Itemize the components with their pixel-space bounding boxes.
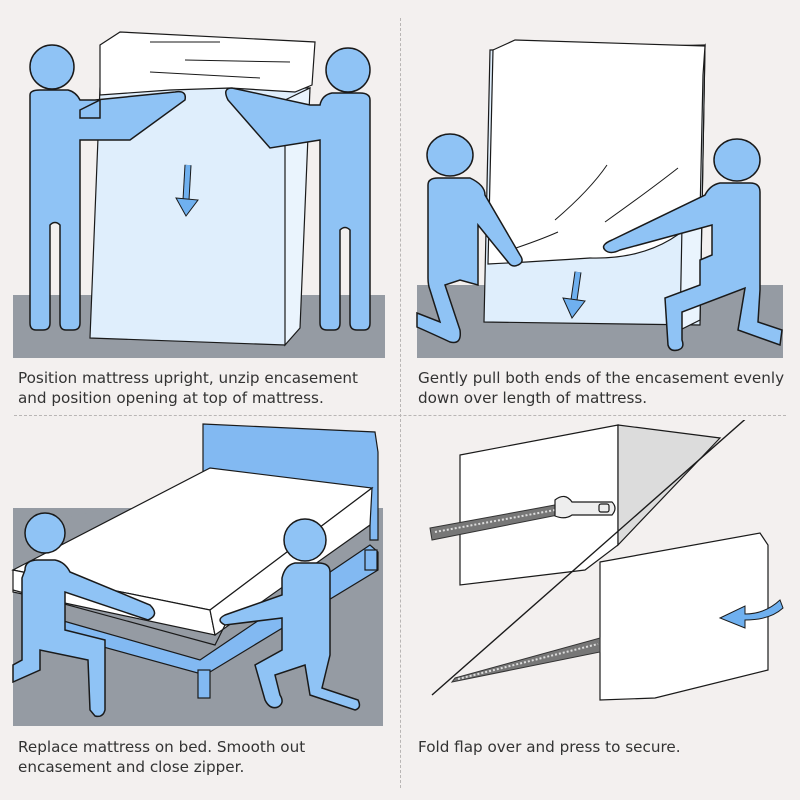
horizontal-divider <box>14 415 786 416</box>
down-arrow-icon <box>562 271 586 319</box>
step-4-caption: Fold flap over and press to secure. <box>418 738 681 756</box>
step-1-illustration <box>13 31 385 358</box>
step-2-illustration <box>416 39 783 358</box>
down-arrow-icon <box>175 164 199 217</box>
person-icon <box>219 518 361 711</box>
step-2-panel: Gently pull both ends of the encasement … <box>400 0 800 407</box>
person-icon <box>12 512 156 718</box>
curved-arrow-left-icon <box>718 599 784 629</box>
step-3-panel: Replace mattress on bed. Smooth out enca… <box>0 400 400 800</box>
step-1-caption: Position mattress upright, unzip encasem… <box>18 369 358 407</box>
step-1-panel: Position mattress upright, unzip encasem… <box>0 0 400 407</box>
step-2-caption: Gently pull both ends of the encasement … <box>418 369 785 407</box>
person-icon <box>225 47 371 331</box>
person-icon <box>29 44 187 331</box>
person-icon <box>602 138 783 352</box>
step-4-panel: Fold flap over and press to secure. <box>400 400 800 800</box>
vertical-divider <box>400 18 401 788</box>
step-3-illustration <box>11 420 383 726</box>
zipper-icon <box>429 495 616 541</box>
person-icon <box>416 133 523 344</box>
zipper-icon <box>450 637 601 683</box>
step-3-caption: Replace mattress on bed. Smooth out enca… <box>18 738 306 776</box>
step-4-illustration <box>429 420 784 701</box>
